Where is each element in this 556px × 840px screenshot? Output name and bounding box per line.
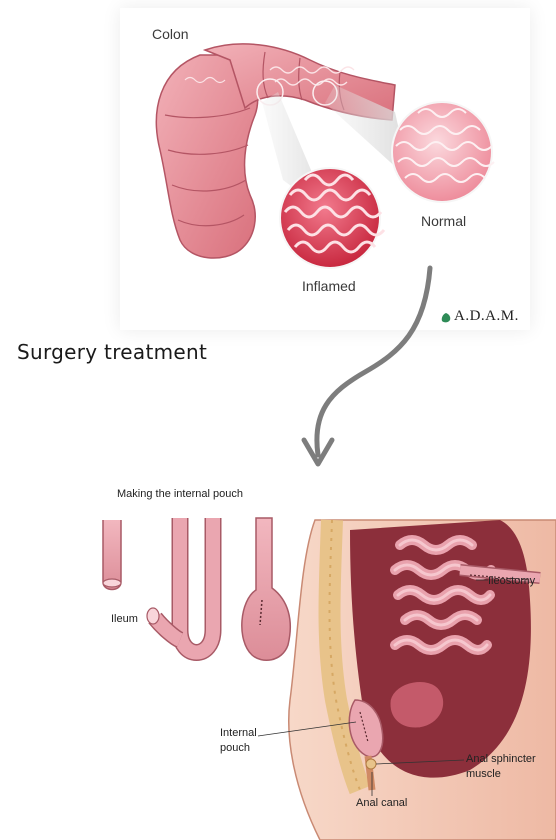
normal-tissue-circle <box>392 102 494 202</box>
colon-label: Colon <box>152 26 189 42</box>
ileostomy-label: Ileostomy <box>488 575 535 587</box>
inflamed-tissue-circle <box>280 168 384 268</box>
internal-pouch-label: Internal pouch <box>220 726 280 756</box>
anal-canal-label: Anal canal <box>356 797 407 809</box>
surgery-treatment-heading: Surgery treatment <box>17 340 207 364</box>
adam-logo-text: A.D.A.M. <box>454 308 519 325</box>
ileum-straight <box>103 520 121 590</box>
pouch-diagram-title: Making the internal pouch <box>117 488 243 500</box>
ileum-j-loop <box>147 518 213 653</box>
body-cross-section <box>289 520 556 840</box>
inflamed-label: Inflamed <box>302 278 356 294</box>
normal-label: Normal <box>421 213 466 229</box>
ileum-pouch <box>242 518 290 660</box>
ileum-label: Ileum <box>111 613 138 625</box>
adam-logo-icon <box>440 312 452 324</box>
curved-arrow <box>304 268 430 464</box>
anal-sphincter-label: Anal sphincter muscle <box>466 752 536 782</box>
